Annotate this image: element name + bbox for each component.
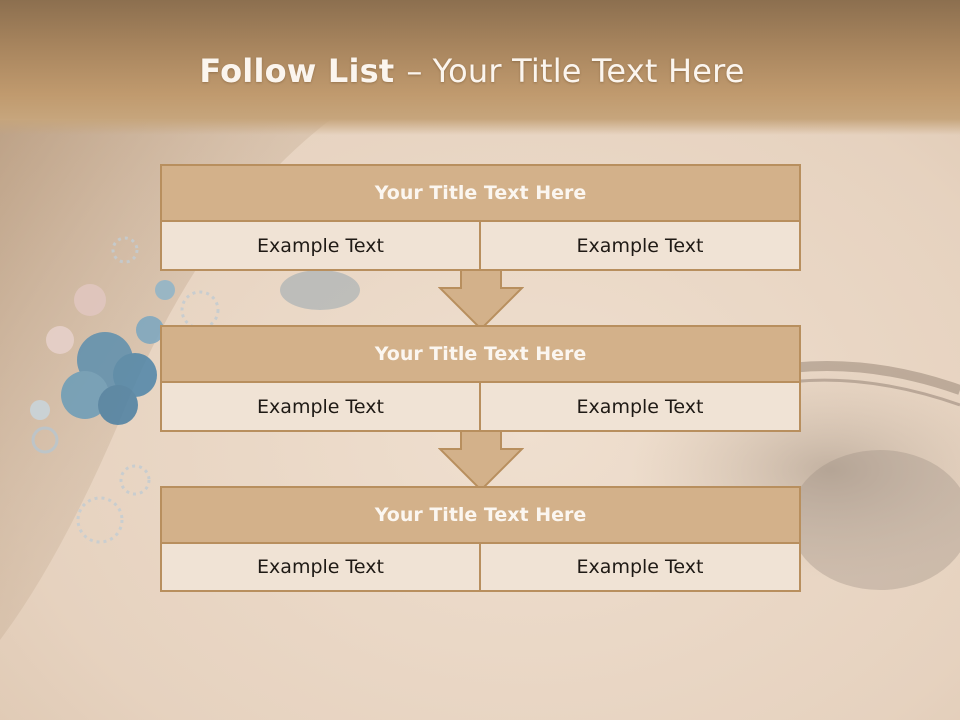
step-box-1: Your Title Text Here Example Text Exampl…: [160, 164, 801, 271]
slide-title-separator: –: [406, 52, 423, 90]
slide-title-bold: Follow List: [199, 52, 395, 90]
step-cell-right: Example Text: [481, 222, 799, 269]
step-box-3: Your Title Text Here Example Text Exampl…: [160, 486, 801, 592]
step-cell-right: Example Text: [481, 383, 799, 430]
step-cell-right: Example Text: [481, 544, 799, 590]
step-cell-left: Example Text: [162, 222, 481, 269]
step-cell-left: Example Text: [162, 383, 481, 430]
down-arrow-icon: [438, 430, 524, 492]
step-title: Your Title Text Here: [162, 488, 799, 544]
slide-title-rest: Your Title Text Here: [432, 52, 745, 90]
title-bar: [0, 0, 960, 135]
step-box-2: Your Title Text Here Example Text Exampl…: [160, 325, 801, 432]
step-title: Your Title Text Here: [162, 327, 799, 383]
down-arrow-icon: [438, 269, 524, 331]
slide-title: Follow List–Your Title Text Here: [0, 52, 944, 90]
step-cell-left: Example Text: [162, 544, 481, 590]
step-title: Your Title Text Here: [162, 166, 799, 222]
